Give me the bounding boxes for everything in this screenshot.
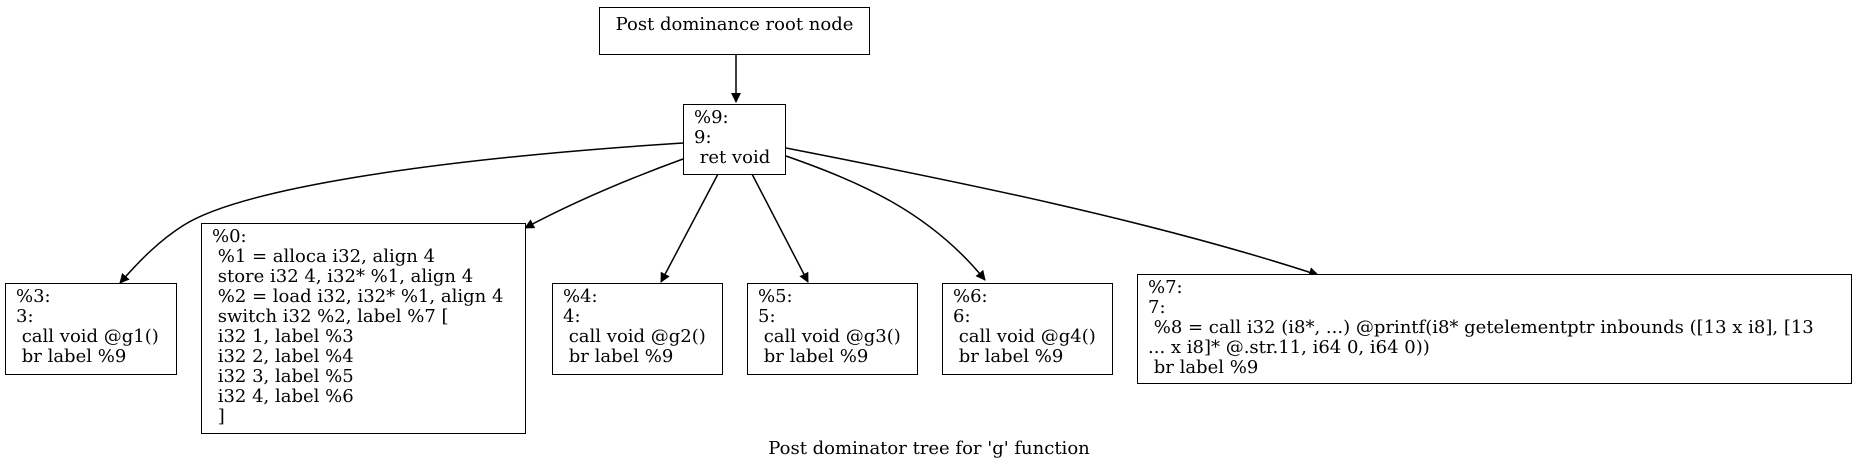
node-line: %6: (953, 286, 988, 307)
node-line: ... x i8]* @.str.11, i64 0, i64 0)) (1148, 337, 1430, 358)
node-6: %6: 6: call void @g4() br label %9 (942, 283, 1113, 375)
node-line: ] (212, 406, 225, 427)
node-line: 6: (953, 306, 971, 327)
edge-9-to-7 (785, 147, 1319, 277)
node-line: 9: (694, 127, 712, 148)
edge-9-to-4 (660, 173, 719, 283)
node-line: br label %9 (16, 346, 127, 367)
node-line: %1 = alloca i32, align 4 (212, 246, 436, 267)
edge-9-to-5 (751, 173, 809, 283)
node-line: ret void (694, 147, 771, 168)
node-line: i32 4, label %6 (212, 386, 354, 407)
node-line: i32 2, label %4 (212, 346, 354, 367)
node-line: %4: (563, 286, 598, 307)
node-line: 5: (758, 306, 776, 327)
node-line: call void @g1() (16, 326, 159, 347)
node-line: %9: (694, 107, 729, 128)
node-4: %4: 4: call void @g2() br label %9 (552, 283, 723, 375)
node-line: br label %9 (1148, 357, 1259, 378)
node-line: %8 = call i32 (i8*, ...) @printf(i8* get… (1148, 317, 1814, 338)
node-5: %5: 5: call void @g3() br label %9 (747, 283, 918, 375)
node-line: call void @g4() (953, 326, 1096, 347)
edge-9-to-3 (119, 142, 684, 284)
node-line: br label %9 (563, 346, 674, 367)
node-line: i32 1, label %3 (212, 326, 354, 347)
node-9: %9: 9: ret void (683, 104, 786, 175)
node-3: %3: 3: call void @g1() br label %9 (5, 283, 177, 375)
node-7: %7: 7: %8 = call i32 (i8*, ...) @printf(… (1137, 274, 1852, 384)
node-line: i32 3, label %5 (212, 366, 354, 387)
node-line: call void @g2() (563, 326, 706, 347)
node-line: 3: (16, 306, 34, 327)
node-line: 4: (563, 306, 581, 327)
node-line: %3: (16, 286, 51, 307)
graph-caption: Post dominator tree for 'g' function (768, 438, 1090, 459)
node-line: store i32 4, i32* %1, align 4 (212, 266, 474, 287)
node-label: Post dominance root node (615, 14, 854, 35)
node-line: %0: (212, 226, 247, 247)
edge-9-to-0 (524, 158, 684, 229)
edge-9-to-6 (785, 155, 986, 281)
post-dominance-root-node: Post dominance root node (599, 7, 870, 55)
node-line: br label %9 (953, 346, 1064, 367)
node-line: %2 = load i32, i32* %1, align 4 (212, 286, 504, 307)
node-line: %7: (1148, 277, 1183, 298)
node-line: br label %9 (758, 346, 869, 367)
node-0: %0: %1 = alloca i32, align 4 store i32 4… (201, 223, 526, 434)
node-line: 7: (1148, 297, 1166, 318)
node-line: %5: (758, 286, 793, 307)
node-line: call void @g3() (758, 326, 901, 347)
node-line: switch i32 %2, label %7 [ (212, 306, 449, 327)
